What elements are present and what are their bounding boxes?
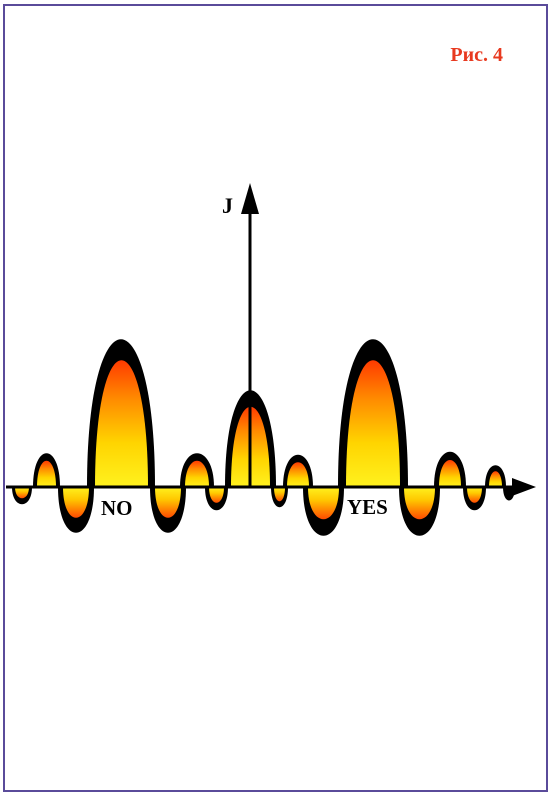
axis-label-j: J bbox=[222, 193, 233, 218]
side-lobes-upper bbox=[33, 451, 506, 487]
y-axis bbox=[241, 183, 259, 487]
figure-label: Рис. 4 bbox=[450, 44, 503, 66]
lobe-no bbox=[87, 339, 155, 487]
label-no: NO bbox=[101, 496, 133, 520]
x-axis-arrow-icon bbox=[512, 478, 536, 496]
lobes-lower bbox=[12, 487, 515, 536]
x-axis bbox=[6, 478, 536, 496]
label-yes: YES bbox=[347, 495, 388, 519]
lobe-yes bbox=[338, 339, 408, 487]
y-axis-arrow-icon bbox=[241, 183, 259, 214]
